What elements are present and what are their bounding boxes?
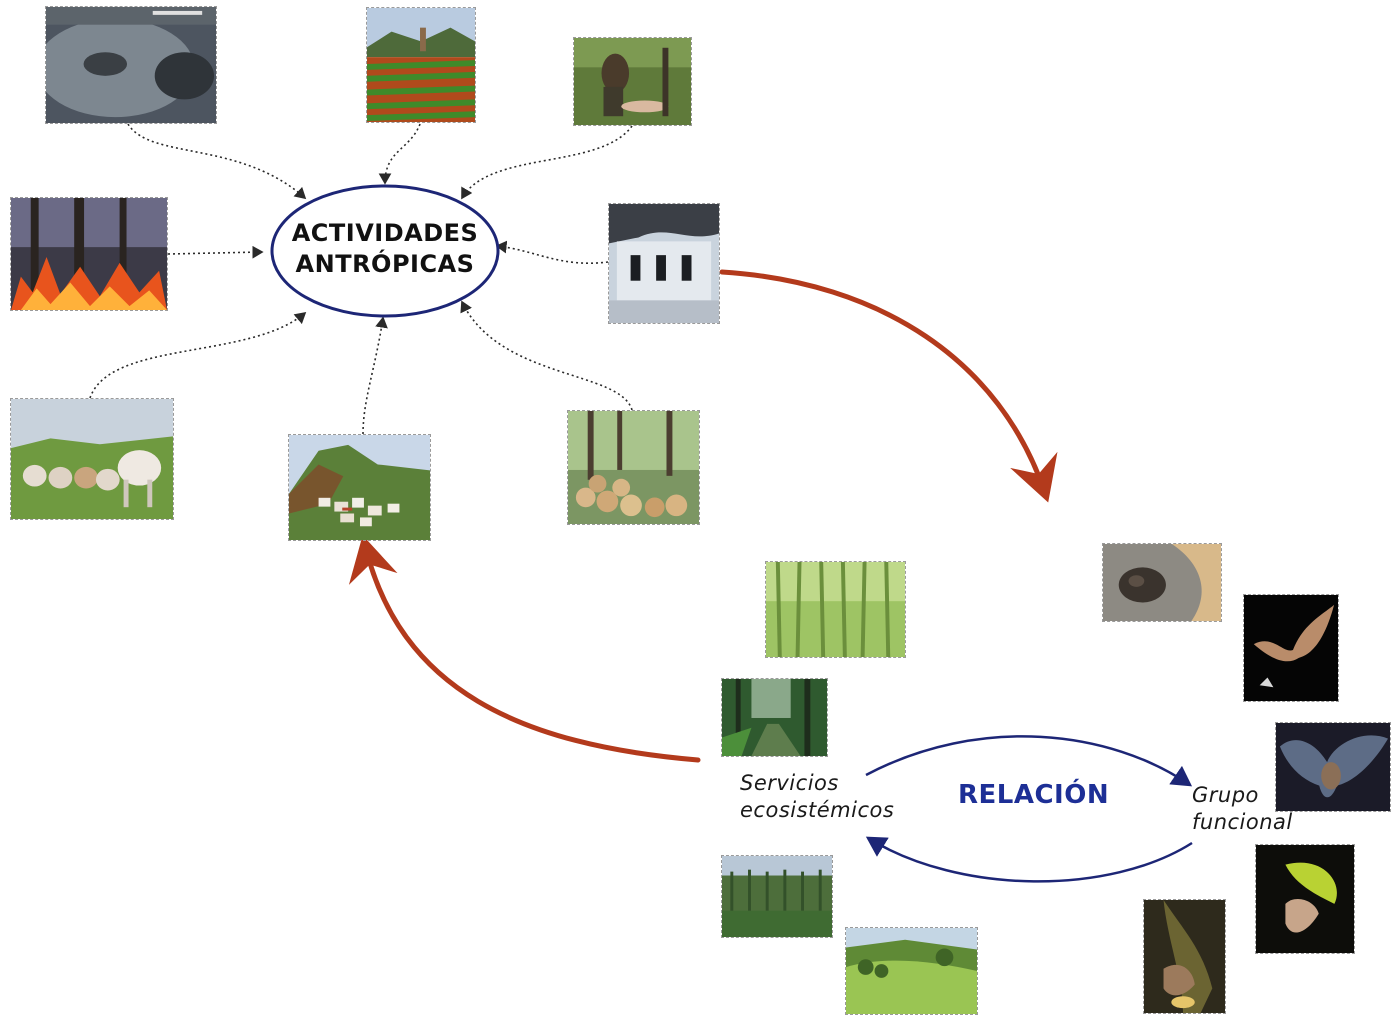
bat-on-leaf-photo	[1255, 844, 1355, 954]
village-photo	[288, 434, 431, 541]
relation-arrow-top	[865, 735, 1193, 787]
connector-cattle	[89, 311, 307, 399]
central-node-line2: ANTRÓPICAS	[295, 250, 475, 278]
functional-group-line1: Grupo	[1192, 783, 1259, 807]
connector-factory	[495, 240, 609, 264]
logging-photo	[567, 410, 700, 525]
factory-smoke-photo	[608, 203, 720, 324]
bat-wings-spread-photo	[1275, 722, 1391, 812]
hunting-photo	[573, 37, 692, 126]
relation-arrow-bottom	[865, 836, 1193, 883]
central-node-label: ACTIVIDADES ANTRÓPICAS	[270, 218, 500, 280]
connector-logging	[460, 300, 633, 411]
connector-rock	[127, 123, 307, 200]
relation-label: RELACIÓN	[958, 780, 1110, 810]
arrow-to-functional-group	[719, 269, 1058, 503]
central-node-line1: ACTIVIDADES	[291, 219, 479, 247]
forest-fire-photo	[10, 197, 168, 311]
functional-group-line2: funcional	[1192, 810, 1293, 834]
green-hillside-photo	[845, 927, 978, 1015]
flying-bat-photo	[1243, 594, 1339, 702]
forest-stream-photo	[721, 678, 828, 757]
arrow-to-activities	[348, 535, 701, 763]
connector-field	[378, 123, 421, 185]
crop-field-photo	[366, 7, 476, 123]
central-ellipse	[270, 184, 500, 318]
ecosystem-services-line2: ecosistémicos	[740, 798, 895, 822]
bat-in-flower-photo	[1102, 543, 1222, 622]
cattle-photo	[10, 398, 174, 520]
rock-quarry-photo	[45, 6, 217, 124]
bamboo-forest-photo	[765, 561, 906, 658]
ecosystem-services-line1: Servicios	[740, 771, 839, 795]
bat-feeding-photo	[1143, 899, 1226, 1014]
connector-fire	[167, 245, 264, 259]
plantation-photo	[721, 855, 833, 938]
connector-hunting	[461, 125, 633, 200]
connector-village	[362, 316, 388, 435]
functional-group-label: Grupo funcional	[1192, 782, 1293, 836]
ecosystem-services-label: Servicios ecosistémicos	[740, 770, 894, 824]
